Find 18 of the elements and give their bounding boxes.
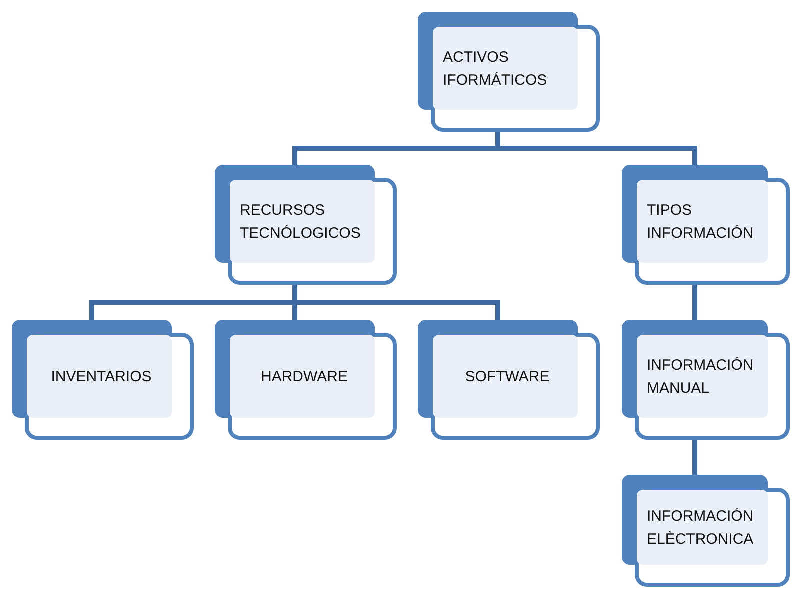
node-label: HARDWARE (260, 367, 349, 387)
node-label: INFORMACIÓN MANUAL (647, 356, 755, 398)
org-chart-box (215, 165, 397, 285)
node-label: SOFTWARE (464, 367, 551, 387)
connector-line (692, 285, 698, 320)
org-chart-box (622, 165, 790, 285)
org-chart-box (622, 320, 790, 440)
org-chart-box (418, 320, 600, 440)
org-chart-box (215, 320, 397, 440)
org-chart-box (418, 12, 600, 132)
node-label: RECURSOS TECNÓLOGICOS (240, 200, 362, 244)
node-label: ACTIVOS IFORMÁTICOS (443, 48, 548, 90)
org-chart-box (12, 320, 194, 440)
node-label: INFORMACIÓN ELÈCTRONICA (647, 506, 755, 550)
org-chart-box (622, 475, 790, 587)
connector-line (692, 440, 698, 475)
node-label: INVENTARIOS (50, 367, 153, 387)
node-label: TIPOS INFORMACIÓN (647, 200, 755, 244)
